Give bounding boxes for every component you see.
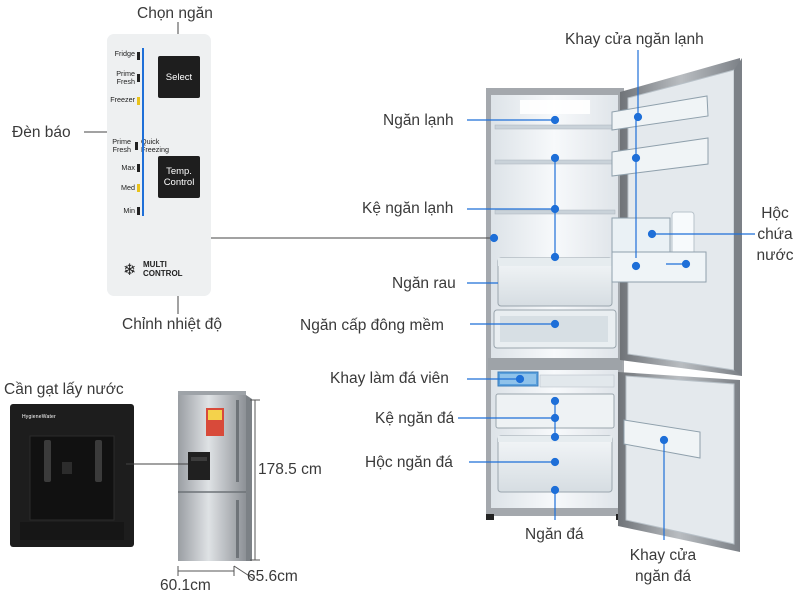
zone-label-fridge: Fridge xyxy=(114,49,135,58)
indicator-max xyxy=(137,164,140,172)
snowflake-icon: ❄ xyxy=(123,262,137,279)
dispenser-lever xyxy=(44,440,51,482)
label-door-tray-freezer: Khay cửa ngăn đá xyxy=(629,547,697,585)
label-indicator-light: Đèn báo xyxy=(12,124,71,141)
zone-label-max: Max xyxy=(121,163,135,172)
hygiene-water-brand: HygieneWater xyxy=(22,414,56,420)
dimension-depth: 65.6cm xyxy=(247,568,298,585)
indicator-freezer xyxy=(137,97,140,105)
indicator-prime-fresh xyxy=(137,74,140,82)
label-water-lever: Cần gạt lấy nước xyxy=(4,381,124,398)
dimension-width: 60.1cm xyxy=(160,577,211,594)
label-freezer-shelf: Kệ ngăn đá xyxy=(375,410,455,427)
quick-freezing-label: Quick Freezing xyxy=(141,137,169,154)
indicator-med xyxy=(137,184,140,192)
indicator-bar xyxy=(142,48,144,216)
zone-label-freezer: Freezer xyxy=(110,95,135,104)
zone-label-min: Min xyxy=(123,206,135,215)
dimension-lines xyxy=(177,399,260,580)
label-ice-tray: Khay làm đá viên xyxy=(330,370,449,387)
dimension-height: 178.5 cm xyxy=(258,461,322,478)
multi-control-brand: MULTI CONTROL xyxy=(143,260,183,278)
label-water-tank: Hộc chứa nước xyxy=(756,205,794,264)
label-door-tray-fridge: Khay cửa ngăn lạnh xyxy=(565,31,704,48)
zone-label-prime-fresh-2: Prime Fresh xyxy=(112,137,131,154)
label-soft-freeze: Ngăn cấp đông mềm xyxy=(300,317,444,334)
zone-label-med: Med xyxy=(121,183,135,192)
dispenser-closeup xyxy=(10,404,134,547)
label-fridge-shelf: Kệ ngăn lạnh xyxy=(362,200,454,217)
fridge-open xyxy=(486,58,742,552)
fridge-closed xyxy=(178,391,252,561)
select-button[interactable]: Select xyxy=(158,56,200,98)
indicator-min xyxy=(137,207,140,215)
label-temp-adjust: Chỉnh nhiệt độ xyxy=(122,316,222,333)
label-select-zone: Chọn ngăn xyxy=(137,5,213,22)
temp-control-button[interactable]: Temp. Control xyxy=(158,156,200,198)
indicator-prime-fresh-2 xyxy=(135,142,138,150)
label-freezer-compartment: Ngăn đá xyxy=(525,526,584,543)
control-panel: Fridge Prime Fresh Freezer Prime Fresh M… xyxy=(107,34,211,296)
indicator-fridge xyxy=(137,52,140,60)
closed-fridge-dispenser xyxy=(188,452,210,480)
zone-label-prime-fresh: Prime Fresh xyxy=(116,69,135,86)
label-vegetable-drawer: Ngăn rau xyxy=(392,275,456,292)
blue-pointers xyxy=(458,50,755,540)
label-freezer-drawer: Hộc ngăn đá xyxy=(365,454,453,471)
label-fridge-compartment: Ngăn lạnh xyxy=(383,112,454,129)
water-tank xyxy=(611,217,671,255)
